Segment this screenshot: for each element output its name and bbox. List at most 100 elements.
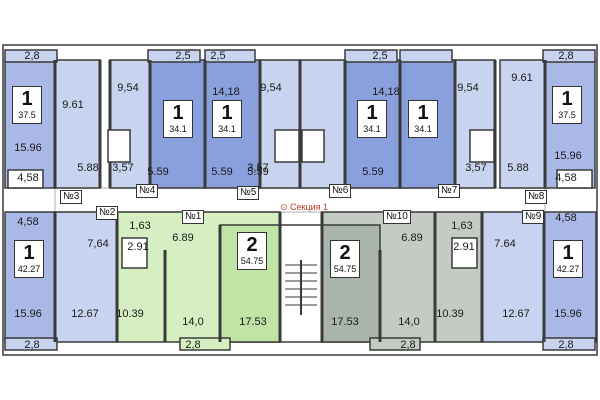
room-area-label: 2,8 [558, 339, 574, 351]
room-area-label: 6.89 [401, 232, 423, 244]
room-a10-balcony [369, 337, 421, 351]
apartment-area: 34.1 [414, 124, 432, 134]
apartment-area: 42.27 [556, 264, 580, 274]
room-area-label: 2.91 [453, 241, 475, 253]
room-area-label: 2,5 [372, 50, 388, 62]
apartment-rooms: 1 [562, 242, 574, 264]
room-area-label: 2,8 [24, 339, 40, 351]
room-a3-balcony [4, 49, 58, 63]
room-area-label: 17.53 [331, 316, 359, 328]
room-area-label: 9.61 [62, 99, 84, 111]
room-area-label: 5.59 [247, 166, 269, 178]
room-area-label: 5.88 [507, 162, 529, 174]
apartment-rooms: 2 [246, 234, 258, 256]
room-a9-balcony [542, 337, 596, 351]
apartment-rooms: 1 [221, 102, 233, 124]
room-area-label: 9,54 [260, 82, 282, 94]
bathroom-a7 [469, 129, 495, 163]
room-area-label: 15.96 [554, 150, 582, 162]
room-a7-balcony [399, 49, 453, 63]
room-a1-balcony [179, 337, 231, 351]
room-area-label: 3,57 [465, 162, 487, 174]
room-area-label: 3,57 [247, 162, 269, 174]
pin-icon: ⊙ [280, 202, 291, 212]
room-a6-balcony [344, 49, 398, 63]
room-area-label: 4,58 [17, 172, 39, 184]
room-area-label: 3,57 [112, 162, 134, 174]
section-name: Секция 1 [290, 202, 329, 212]
room-a2-balcony [4, 337, 58, 351]
room-area-label: 2,8 [24, 50, 40, 62]
room-area-label: 2,5 [175, 50, 191, 62]
room-area-label: 12.67 [71, 308, 99, 320]
apartment-area: 34.1 [169, 124, 187, 134]
apartment-area: 37.5 [18, 110, 36, 120]
section-label: ⊙ Секция 1 [280, 202, 328, 213]
room-area-label: 5.88 [77, 162, 99, 174]
room-area-label: 5.59 [362, 166, 384, 178]
room-area-label: 5.59 [147, 166, 169, 178]
apartment-rooms: 1 [417, 102, 429, 124]
apartment-number-a2: №2 [96, 206, 119, 220]
bathroom-a3 [7, 169, 44, 189]
room-area-label: 7.64 [494, 238, 516, 250]
room-area-label: 14,18 [372, 86, 400, 98]
room-a7-kitchen [454, 59, 496, 189]
apartment-area: 34.1 [363, 124, 381, 134]
apartment-number-a5: №5 [237, 186, 260, 200]
apartment-number-a6: №6 [329, 184, 352, 198]
apartment-number-a3: №3 [60, 190, 83, 204]
room-area-label: 1,63 [129, 220, 151, 232]
room-a2-kitchen [54, 211, 118, 343]
room-area-label: 5.59 [211, 166, 233, 178]
bathroom-a5 [274, 129, 300, 163]
bathroom-a8 [556, 169, 593, 189]
room-area-label: 2,8 [185, 339, 201, 351]
apartment-rooms: 1 [23, 242, 35, 264]
room-area-label: 4,58 [555, 212, 577, 224]
room-area-label: 10.39 [116, 308, 144, 320]
apartment-rooms: 1 [561, 88, 573, 110]
apartment-number-a7: №7 [438, 184, 461, 198]
room-area-label: 9,54 [117, 82, 139, 94]
room-area-label: 9,54 [457, 82, 479, 94]
room-area-label: 14,18 [212, 86, 240, 98]
apartment-rooms: 1 [172, 102, 184, 124]
apartment-area: 34.1 [218, 124, 236, 134]
apartment-area: 37.5 [558, 110, 576, 120]
apartment-number-a8: №8 [525, 190, 548, 204]
bathroom-a6 [301, 129, 325, 163]
room-area-label: 15.96 [554, 308, 582, 320]
room-a8-main [544, 59, 596, 189]
apartment-area: 42.27 [17, 264, 41, 274]
room-area-label: 9.61 [511, 72, 533, 84]
apartment-area: 54.75 [333, 264, 357, 274]
room-area-label: 4,58 [17, 216, 39, 228]
apartment-number-a9: №9 [522, 210, 545, 224]
apartment-area: 54.75 [240, 256, 264, 266]
room-area-label: 2.91 [127, 241, 149, 253]
room-area-label: 2,8 [400, 339, 416, 351]
room-area-label: 2,8 [558, 50, 574, 62]
apartment-rooms: 1 [21, 88, 33, 110]
room-a8-balcony [542, 49, 596, 63]
room-a4-kitchen [109, 59, 151, 189]
bathroom-a10 [451, 237, 478, 269]
room-area-label: 4,58 [555, 172, 577, 184]
room-area-label: 12.67 [502, 308, 530, 320]
room-a5-balcony [204, 49, 256, 63]
room-area-label: 10.39 [436, 308, 464, 320]
room-area-label: 2,5 [210, 50, 226, 62]
apartment-rooms: 2 [339, 242, 351, 264]
room-a9-kitchen [481, 211, 545, 343]
